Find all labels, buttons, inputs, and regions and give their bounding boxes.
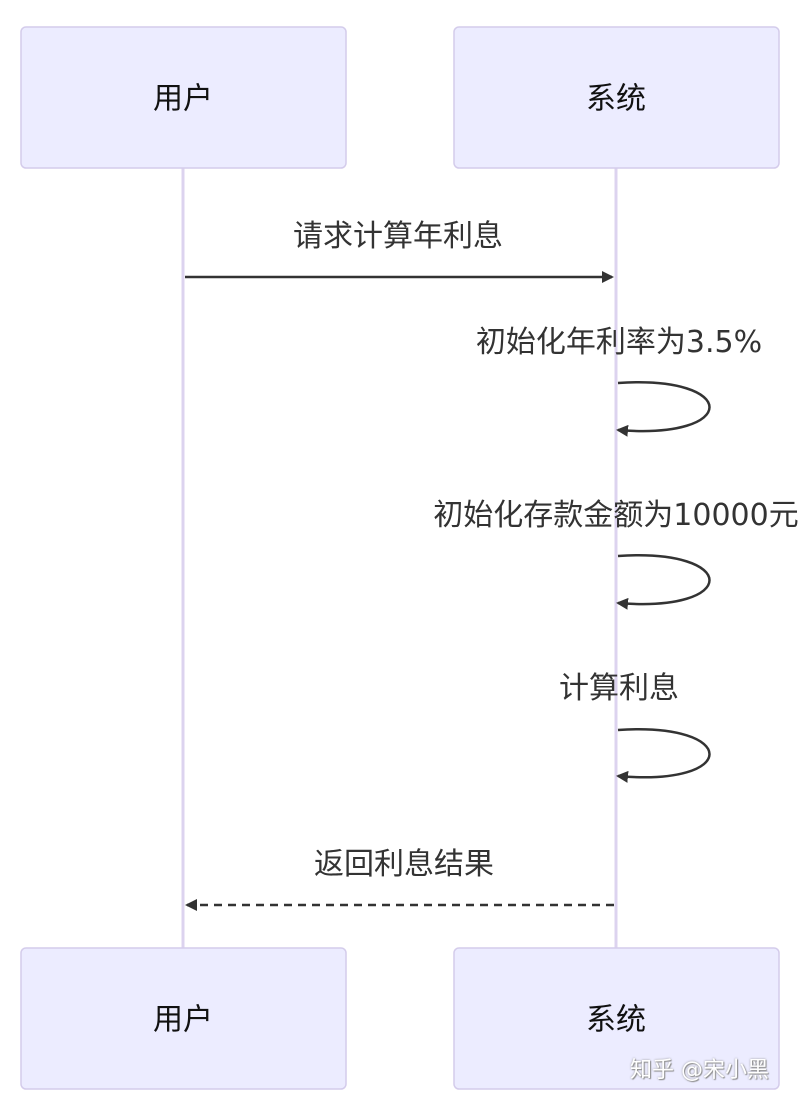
message-self-rate: 初始化年利率为3.5% (476, 325, 762, 437)
actor-system-bottom[interactable]: 系统 (453, 947, 780, 1090)
actor-label: 系统 (586, 82, 646, 117)
self-loop-arrow (616, 728, 711, 783)
message-label: 请求计算年利息 (293, 219, 503, 254)
message-return: 返回利息结果 (185, 847, 614, 911)
actor-label: 用户 (153, 82, 213, 117)
message-self-deposit: 初始化存款金额为10000元 (433, 498, 799, 610)
message-label: 初始化存款金额为10000元 (433, 498, 798, 533)
message-label: 返回利息结果 (314, 847, 494, 882)
actor-label: 系统 (586, 1003, 646, 1038)
watermark: 知乎 @宋小黑 (630, 1058, 769, 1083)
message-label: 计算利息 (559, 671, 679, 706)
self-loop-arrow (616, 381, 711, 437)
message-self-calc: 计算利息 (559, 671, 711, 783)
message-label: 初始化年利率为3.5% (476, 325, 762, 360)
self-loop-arrow (616, 554, 711, 610)
actor-system-top[interactable]: 系统 (453, 26, 780, 169)
actor-user-bottom[interactable]: 用户 (20, 947, 347, 1090)
actor-user-top[interactable]: 用户 (20, 26, 347, 169)
actor-label: 用户 (153, 1003, 213, 1038)
message-request: 请求计算年利息 (185, 219, 614, 283)
